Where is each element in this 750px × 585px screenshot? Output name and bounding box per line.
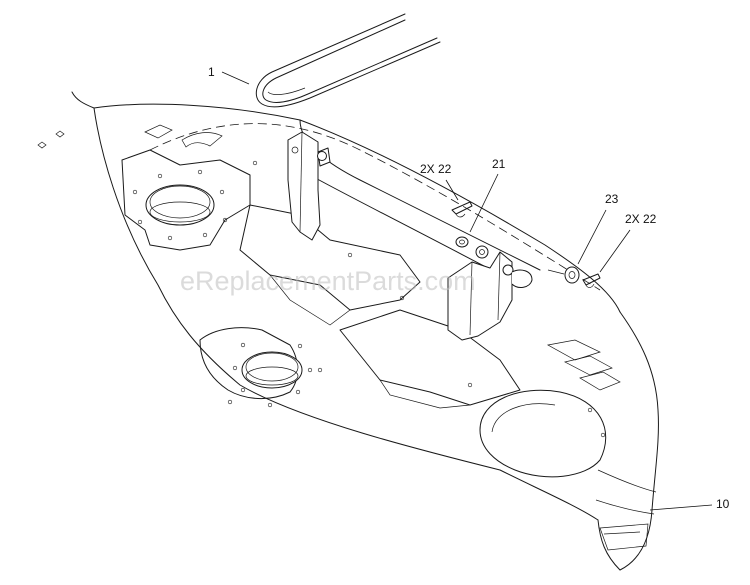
washer-23 [547, 266, 580, 284]
watermark-text: eReplacementParts.com [180, 266, 476, 296]
callout-belt: 1 [208, 65, 250, 85]
callout-label-1: 1 [208, 65, 215, 79]
hairpin-clip-right [582, 273, 601, 288]
bolt-holes [132, 160, 606, 438]
callout-label-23: 23 [605, 192, 619, 206]
callout-pin-right: 2X 22 [599, 212, 657, 273]
callout-pin-left: 2X 22 [420, 162, 459, 201]
callout-label-2x22-left: 2X 22 [420, 162, 452, 176]
callout-label-10: 10 [716, 497, 730, 511]
mount-bracket-21 [447, 236, 533, 341]
callout-deck: 10 [649, 497, 730, 511]
callout-label-21: 21 [492, 157, 506, 171]
callout-label-2x22-right: 2X 22 [625, 212, 657, 226]
belt [255, 13, 441, 108]
callout-bracket: 21 [469, 157, 506, 233]
hairpin-clip-left [451, 201, 473, 218]
idler-bracket-left [287, 131, 331, 241]
callout-washer: 23 [577, 192, 619, 265]
mower-deck [37, 91, 659, 571]
